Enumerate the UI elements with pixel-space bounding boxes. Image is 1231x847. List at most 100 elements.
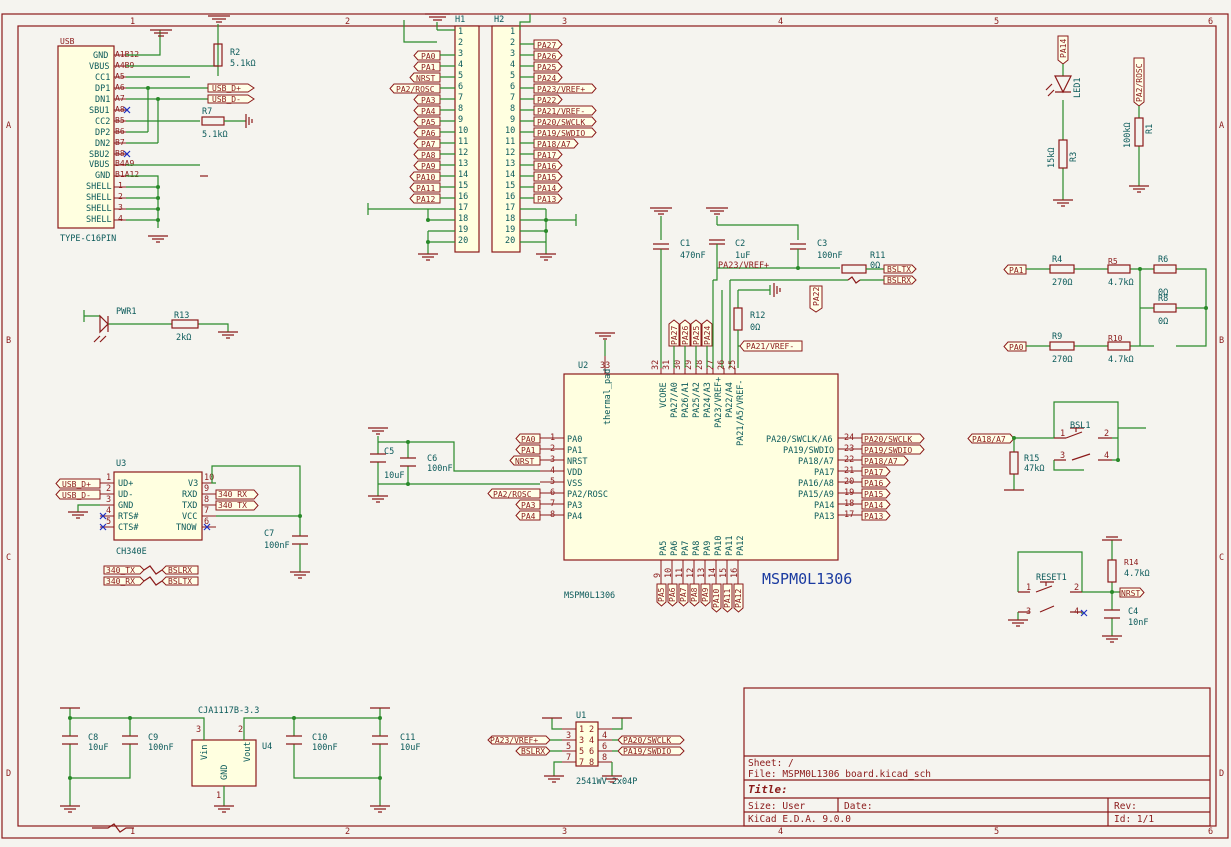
h1-net-labels[interactable]: PA0 PA1 NRST PA2/ROSC PA3 PA4 PA5 PA6 PA… xyxy=(389,50,441,204)
caps-c5-c6[interactable]: C5 10uF C6 100nF xyxy=(368,427,540,503)
svg-text:5: 5 xyxy=(458,71,463,81)
svg-text:PA20/SWCLK/A6: PA20/SWCLK/A6 xyxy=(766,435,833,445)
mcu-bottom-net-labels[interactable]: PA5 PA6 PA7 PA8 PA9 PA10 PA11 PA12 xyxy=(656,583,744,613)
svg-text:4.7kΩ: 4.7kΩ xyxy=(1124,569,1150,579)
svg-text:USB_D-: USB_D- xyxy=(212,95,241,104)
svg-text:4: 4 xyxy=(458,60,463,70)
svg-text:6: 6 xyxy=(602,742,607,752)
svg-text:DP1: DP1 xyxy=(95,84,110,94)
svg-text:100nF: 100nF xyxy=(264,541,290,551)
net-nrst[interactable]: NRST xyxy=(1119,587,1145,598)
svg-text:H1: H1 xyxy=(455,15,465,25)
svg-text:14: 14 xyxy=(458,170,468,180)
svg-text:U4: U4 xyxy=(262,742,272,752)
svg-text:PA8: PA8 xyxy=(421,151,436,160)
svg-text:16: 16 xyxy=(505,192,515,202)
header-h1[interactable]: H1 1 2 3 4 5 6 7 8 9 10 11 12 13 14 15 1… xyxy=(367,13,480,261)
svg-text:R15: R15 xyxy=(1024,454,1039,464)
led1-circuit[interactable]: PA14 LED1 R3 15kΩ xyxy=(1045,35,1083,207)
svg-text:BSLTX: BSLTX xyxy=(887,265,911,274)
header-h2[interactable]: H1 H1 H2 1 2 3 4 5 6 7 8 9 10 11 12 13 1… xyxy=(491,14,597,261)
row-markers: A B C D A B C D xyxy=(6,121,1224,779)
svg-text:D: D xyxy=(6,769,11,779)
svg-text:6: 6 xyxy=(510,82,515,92)
usb-c-connector[interactable]: USB TYPE-C16PIN GND VBUS CC1 DP1 DN1 SBU… xyxy=(57,15,256,244)
svg-text:10: 10 xyxy=(458,126,468,136)
svg-text:10: 10 xyxy=(505,126,515,136)
svg-text:TYPE-C16PIN: TYPE-C16PIN xyxy=(60,234,116,244)
svg-text:15: 15 xyxy=(719,568,729,578)
uart-jumpers[interactable]: 340_TX 340_RX BSLRX BSLTX xyxy=(103,565,199,586)
power-led[interactable]: PWR1 R13 2kΩ xyxy=(83,307,238,343)
svg-text:NRST: NRST xyxy=(1121,589,1140,598)
svg-text:PA18/A7: PA18/A7 xyxy=(864,457,898,466)
svg-text:2: 2 xyxy=(589,725,594,735)
net-bsltx[interactable]: BSLTX xyxy=(883,264,917,274)
svg-text:C3: C3 xyxy=(817,239,827,249)
svg-text:9: 9 xyxy=(653,573,663,578)
svg-text:3: 3 xyxy=(562,827,567,837)
svg-text:2kΩ: 2kΩ xyxy=(176,333,191,343)
svg-text:8: 8 xyxy=(510,104,515,114)
svg-text:19: 19 xyxy=(505,225,515,235)
svg-text:A: A xyxy=(6,121,11,131)
net-pa0[interactable]: PA0 xyxy=(1003,341,1027,352)
svg-text:C9: C9 xyxy=(148,733,158,743)
mcu-mspm0l1306[interactable]: U2 MSPM0L1306 MSPM0L1306 33 thermal_pad … xyxy=(487,268,925,613)
svg-text:13: 13 xyxy=(697,568,707,578)
svg-text:PA6: PA6 xyxy=(421,129,436,138)
svg-text:PA19/SWDIO: PA19/SWDIO xyxy=(537,129,585,138)
connector-net-labels[interactable]: PA23/VREF+ BSLRX PA20/SWCLK PA19/SWDIO xyxy=(487,735,685,756)
no-connect-markers xyxy=(123,106,131,158)
svg-text:2: 2 xyxy=(1074,583,1079,593)
net-bslrx[interactable]: BSLRX xyxy=(883,275,917,285)
svg-text:31: 31 xyxy=(662,360,672,370)
svg-text:PA17: PA17 xyxy=(864,468,883,477)
svg-text:Sheet: /: Sheet: / xyxy=(748,758,794,769)
svg-text:PA5: PA5 xyxy=(657,587,666,602)
svg-text:7: 7 xyxy=(579,758,584,768)
mcu-left-net-labels[interactable]: PA0 PA1 NRST PA2/ROSC PA3 PA4 xyxy=(487,433,541,521)
bsl-uart-network[interactable]: PA1 PA0 R4 270Ω R5 4.7kΩ R6 0Ω R9 270Ω R… xyxy=(1003,255,1208,365)
usb-pin-numbers: A1B12 A4B9 A5 A6 A7 A8 B5 B6 B7 B8 B4A9 … xyxy=(115,50,139,223)
svg-text:7: 7 xyxy=(510,93,515,103)
svg-text:PA1: PA1 xyxy=(1009,266,1024,275)
svg-text:1: 1 xyxy=(1026,583,1031,593)
h2-net-labels[interactable]: PA27 PA26 PA25 PA24 PA23/VREF+ PA22 PA21… xyxy=(533,39,597,204)
svg-text:1uF: 1uF xyxy=(735,251,750,261)
svg-text:TXD: TXD xyxy=(182,501,197,511)
net-pa1[interactable]: PA1 xyxy=(1003,264,1027,275)
svg-text:PA4: PA4 xyxy=(567,512,582,522)
svg-text:10: 10 xyxy=(204,473,214,483)
net-pa22[interactable]: PA22 xyxy=(809,285,823,313)
svg-text:GND: GND xyxy=(93,51,108,61)
mcu-top-net-labels[interactable]: PA27 PA26 PA25 PA24 xyxy=(668,319,713,347)
usb-pin-labels: GND VBUS CC1 DP1 DN1 SBU1 CC2 DP2 DN2 SB… xyxy=(86,51,112,225)
net-pa18-a7[interactable]: PA18/A7 xyxy=(967,433,1015,444)
ch340-net-labels[interactable]: USB_D+ USB_D- 340_RX 340_TX xyxy=(55,478,259,511)
decoupling-caps-top[interactable]: C1 470nF C2 1uF C3 100nF PA23/VREF+ R11 … xyxy=(650,207,917,368)
svg-text:CH340E: CH340E xyxy=(116,547,147,557)
net-pa14[interactable]: PA14 xyxy=(1057,35,1069,65)
svg-text:PA9: PA9 xyxy=(701,587,710,602)
ch340e-usb-uart[interactable]: U3 CH340E UD+ UD- GND RTS# CTS# 1 2 3 4 … xyxy=(55,459,310,586)
mcu-right-net-labels[interactable]: PA20/SWCLK PA19/SWDIO PA18/A7 PA17 PA16 … xyxy=(861,433,925,521)
r1-circuit[interactable]: PA2/ROSC R1 100kΩ xyxy=(1123,57,1155,193)
net-usb-dn[interactable]: USB_D- xyxy=(207,94,255,104)
net-usb-dp[interactable]: USB_D+ xyxy=(207,83,255,93)
svg-text:D: D xyxy=(1219,769,1224,779)
net-pa2-rosc[interactable]: PA2/ROSC xyxy=(1133,57,1145,107)
net-pa21-vref[interactable]: PA21/VREF- xyxy=(739,340,803,352)
svg-text:Title:: Title: xyxy=(748,783,788,796)
svg-text:17: 17 xyxy=(505,203,515,213)
svg-text:32: 32 xyxy=(651,360,661,370)
debug-connector-2x4[interactable]: U1 2541WV-2x04P 1 3 5 7 2 4 6 8 357 468 … xyxy=(487,711,685,787)
svg-text:NRST: NRST xyxy=(515,457,534,466)
resistor-r11 xyxy=(841,264,867,274)
svg-text:PA1: PA1 xyxy=(567,446,582,456)
svg-text:RESET1: RESET1 xyxy=(1036,573,1067,583)
